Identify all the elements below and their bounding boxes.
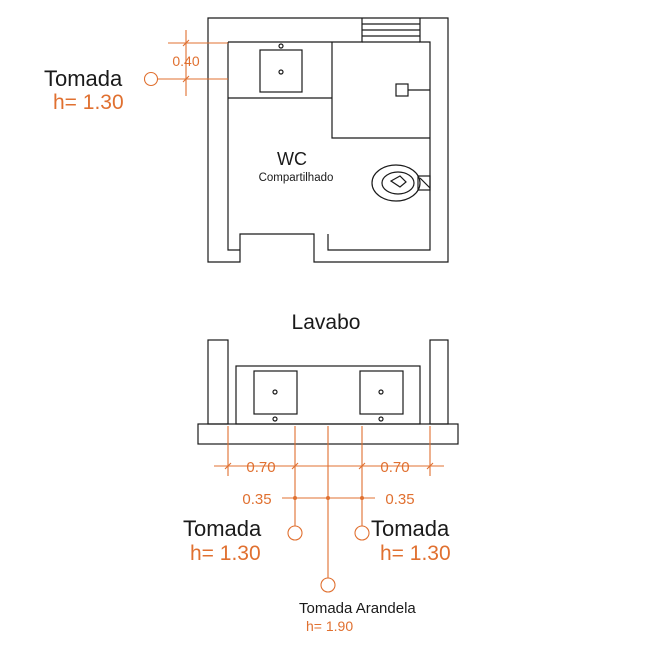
dim-left-outer: 0.70 [246,459,275,476]
lavabo-outlet-right-label: Tomada [371,516,450,541]
lavabo-counter [235,365,421,425]
lavabo-outlet-right-symbol [354,525,370,541]
wc-plan: WC Compartilhado 0.40 Tomada h= 1.30 [44,17,449,263]
wc-threshold-lines [362,23,420,43]
wc-room-name: WC [277,149,307,169]
lavabo-sconce-symbol [320,577,336,593]
lavabo-title: Lavabo [292,311,361,334]
wc-toilet [371,164,431,202]
lavabo-outlet-right-height: h= 1.30 [380,542,451,565]
wc-outlet-height: h= 1.30 [53,91,124,114]
lavabo-elevation: Lavabo 0.70 [183,311,459,634]
wc-outlet-symbol [143,71,159,87]
lavabo-outlet-left-label: Tomada [183,516,262,541]
lavabo-outlet-left-symbol [287,525,303,541]
wc-outlet: Tomada h= 1.30 [44,66,228,114]
lavabo-right-wall [429,339,449,425]
shower-partition [331,42,430,139]
lavabo-outlet-left-height: h= 1.30 [190,542,261,565]
shower-drain [395,83,430,97]
wc-sink [259,43,303,93]
wc-room-subtitle: Compartilhado [259,172,334,184]
dim-right-outer: 0.70 [380,459,409,476]
dimension-inner: 0.35 0.35 [242,491,414,508]
wc-inner-wall [227,18,431,251]
dim-right-inner: 0.35 [385,491,414,508]
lavabo-basin-right [359,370,404,422]
dimension-outer: 0.70 0.70 [214,459,444,476]
lavabo-basin-left [253,370,298,422]
wc-outlet-label: Tomada [44,66,123,91]
lavabo-sconce-height: h= 1.90 [306,618,353,634]
wc-sink-dimension: 0.40 [168,30,228,96]
wc-outer-wall [207,17,449,263]
wc-sink-dimension-value: 0.40 [172,53,199,69]
dim-left-inner: 0.35 [242,491,271,508]
lavabo-left-wall [207,339,229,425]
lavabo-sconce-label: Tomada Arandela [299,600,416,617]
